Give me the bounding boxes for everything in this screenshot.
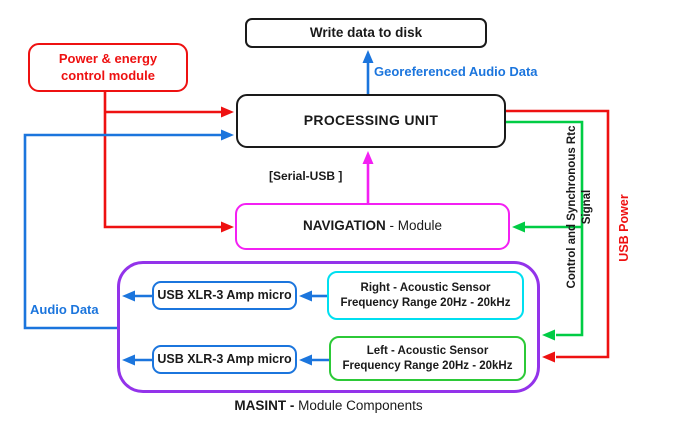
right-acoustic-sensor-node: Right - Acoustic Sensor Frequency Range … (327, 271, 524, 320)
georeferenced-audio-data-label: Georeferenced Audio Data (374, 64, 538, 79)
processing-unit-label: PROCESSING UNIT (303, 112, 439, 129)
control-synchronous-rtc-label: Control and Synchronous Rtc Signal (565, 126, 595, 289)
arrowhead-usb-power-into-masint (542, 351, 555, 363)
navigation-label: NAVIGATION - Module (302, 218, 443, 234)
usb-xlr3-amp-bottom-node: USB XLR-3 Amp micro (152, 345, 297, 374)
control-label-line2: Signal (581, 189, 593, 225)
arrowhead-into-navigation-right (512, 221, 525, 233)
serial-usb-label: [Serial-USB ] (269, 169, 343, 183)
arrowhead-control-into-masint (542, 329, 555, 341)
left-acoustic-sensor-node: Left - Acoustic Sensor Frequency Range 2… (329, 336, 526, 381)
right-sensor-line2: Frequency Range 20Hz - 20kHz (340, 296, 511, 309)
usb-xlr3-amp-top-label: USB XLR-3 Amp micro (157, 287, 292, 302)
arrowhead-into-processing-bottom (362, 151, 374, 164)
power-energy-control-node: Power & energy control module (28, 43, 188, 92)
left-sensor-line2: Frequency Range 20Hz - 20kHz (342, 359, 513, 372)
usb-power-label: USB Power (617, 194, 631, 262)
masint-caption: MASINT - Module Components (234, 398, 423, 413)
write-data-to-disk-label: Write data to disk (309, 24, 423, 40)
arrowhead-into-processing-left-blue (221, 129, 234, 141)
processing-unit-node: PROCESSING UNIT (236, 94, 506, 148)
magenta-arrowheads (362, 151, 374, 164)
arrowhead-into-navigation-left (221, 221, 234, 233)
navigation-module-node: NAVIGATION - Module (235, 203, 510, 250)
arrowhead-into-processing-left-red (221, 106, 234, 118)
arrowhead-into-write-disk (362, 50, 374, 63)
right-sensor-line1: Right - Acoustic Sensor (360, 282, 491, 295)
left-sensor-line1: Left - Acoustic Sensor (366, 345, 489, 358)
usb-xlr3-amp-bottom-label: USB XLR-3 Amp micro (157, 351, 292, 366)
control-label-line1: Control and Synchronous Rtc (566, 125, 578, 289)
masint-module-container (117, 261, 540, 393)
power-label-line1: Power & energy (58, 51, 158, 67)
usb-xlr3-amp-top-node: USB XLR-3 Amp micro (152, 281, 297, 310)
power-label-line2: control module (61, 67, 155, 83)
write-data-to-disk-node: Write data to disk (245, 18, 487, 48)
audio-data-label: Audio Data (30, 302, 99, 317)
edge-power-to-navigation (103, 92, 221, 229)
